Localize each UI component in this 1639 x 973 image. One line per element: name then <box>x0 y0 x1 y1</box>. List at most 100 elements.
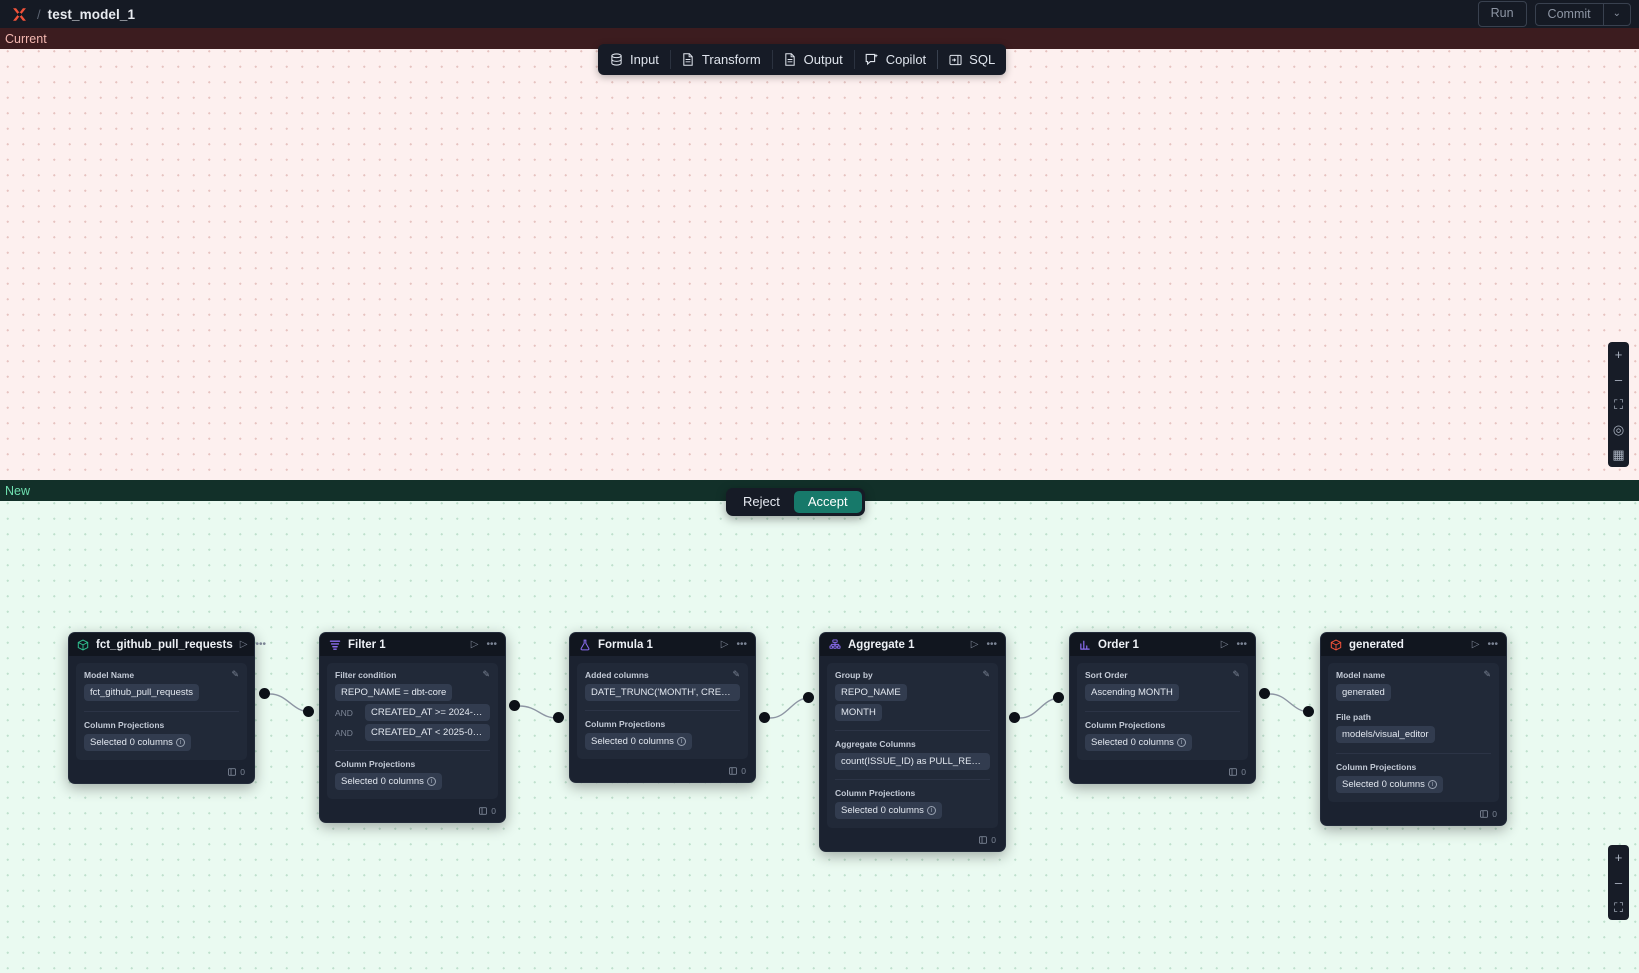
canvas-zoom-controls-current[interactable]: + – ⛶ ◎ ▦ <box>1608 342 1629 467</box>
node-header[interactable]: fct_github_pull_requests ▷ ••• <box>69 633 266 656</box>
node-run-icon[interactable]: ▷ <box>720 638 729 650</box>
condition-value[interactable]: REPO_NAME = dbt-core <box>335 684 453 701</box>
chevron-down-icon[interactable]: ⌄ <box>1602 3 1630 25</box>
zoom-in-icon[interactable]: + <box>1614 850 1623 865</box>
node-title: generated <box>1349 638 1404 651</box>
toolbar-item-copilot[interactable]: Copilot <box>853 44 937 75</box>
info-icon[interactable]: i <box>175 738 185 748</box>
node-port-out[interactable] <box>759 712 770 723</box>
node-body: ✎ Model name generated File path models/… <box>1328 663 1499 802</box>
field-value[interactable]: fct_github_pull_requests <box>84 684 199 702</box>
edit-pencil-icon[interactable]: ✎ <box>482 669 490 679</box>
edit-pencil-icon[interactable]: ✎ <box>1483 669 1491 679</box>
graph-node-source[interactable]: fct_github_pull_requests ▷ ••• ✎ Model N… <box>68 632 266 784</box>
node-body: ✎ Sort Order Ascending MONTH Column Proj… <box>1077 663 1248 760</box>
node-run-icon[interactable]: ▷ <box>470 638 479 650</box>
node-port-in[interactable] <box>1303 706 1314 717</box>
commit-button[interactable]: Commit <box>1547 6 1591 21</box>
node-more-icon[interactable]: ••• <box>736 638 747 650</box>
node-port-out[interactable] <box>1009 712 1020 723</box>
toolbar-label: Copilot <box>885 52 927 67</box>
toolbar-item-transform[interactable]: Transform <box>669 44 772 75</box>
reject-button[interactable]: Reject <box>743 494 780 509</box>
commit-button-group[interactable]: Commit ⌄ <box>1534 2 1631 26</box>
node-header[interactable]: generated ▷ ••• <box>1321 633 1506 656</box>
graph-node-formula[interactable]: Formula 1 ▷ ••• ✎ Added columns DATE_TRU… <box>569 632 756 783</box>
node-more-icon[interactable]: ••• <box>1487 638 1498 650</box>
condition-value[interactable]: CREATED_AT < 2025-03-01 <box>365 724 490 741</box>
graph-node-output[interactable]: generated ▷ ••• ✎ Model name generated F… <box>1320 632 1507 826</box>
field-value[interactable]: models/visual_editor <box>1336 726 1435 744</box>
filter-condition-row: AND CREATED_AT < 2025-03-01 <box>335 724 490 741</box>
filter-condition-row: AND CREATED_AT >= 2024-12-01 <box>335 704 490 721</box>
node-title: Order 1 <box>1098 638 1139 651</box>
page-title: test_model_1 <box>47 6 136 22</box>
info-icon[interactable]: i <box>676 737 686 747</box>
node-port-in[interactable] <box>803 692 814 703</box>
graph-node-aggregate[interactable]: Aggregate 1 ▷ ••• ✎ Group by REPO_NAME M… <box>819 632 1006 852</box>
target-icon[interactable]: ◎ <box>1612 421 1625 437</box>
toolbar-item-output[interactable]: Output <box>771 44 854 75</box>
node-header[interactable]: Aggregate 1 ▷ ••• <box>820 633 1005 656</box>
node-port-out[interactable] <box>259 688 270 699</box>
fit-screen-icon[interactable]: ⛶ <box>1613 396 1624 412</box>
fit-screen-icon[interactable]: ⛶ <box>1613 899 1624 915</box>
run-button[interactable]: Run <box>1477 1 1527 27</box>
node-more-icon[interactable]: ••• <box>986 638 997 650</box>
node-run-icon[interactable]: ▷ <box>1220 638 1229 650</box>
node-header[interactable]: Order 1 ▷ ••• <box>1070 633 1255 656</box>
field-value[interactable]: Ascending MONTH <box>1085 684 1179 702</box>
info-icon[interactable]: i <box>1176 738 1186 748</box>
node-more-icon[interactable]: ••• <box>486 638 497 650</box>
node-more-icon[interactable]: ••• <box>255 638 266 650</box>
info-icon[interactable]: i <box>926 806 936 816</box>
zoom-in-icon[interactable]: + <box>1614 347 1623 362</box>
info-icon[interactable]: i <box>426 777 436 787</box>
row-count: 0 <box>1241 767 1246 777</box>
node-run-icon[interactable]: ▷ <box>239 638 248 650</box>
field-value[interactable]: generated <box>1336 684 1391 702</box>
field-label: Column Projections <box>835 788 916 798</box>
toolbar-item-sql[interactable]: SQL <box>937 44 1006 75</box>
zoom-out-icon[interactable]: – <box>1614 372 1623 387</box>
row-count: 0 <box>1492 809 1497 819</box>
node-more-icon[interactable]: ••• <box>1236 638 1247 650</box>
condition-value[interactable]: CREATED_AT >= 2024-12-01 <box>365 704 490 721</box>
grid-icon[interactable]: ▦ <box>1612 446 1625 462</box>
node-run-icon[interactable]: ▷ <box>970 638 979 650</box>
edit-pencil-icon[interactable]: ✎ <box>231 669 239 679</box>
node-header[interactable]: Filter 1 ▷ ••• <box>320 633 505 656</box>
node-body: ✎ Model Name fct_github_pull_requests Co… <box>76 663 247 760</box>
rows-icon <box>979 836 988 844</box>
edit-pencil-icon[interactable]: ✎ <box>1232 669 1240 679</box>
app-logo-icon[interactable] <box>8 3 30 25</box>
node-header[interactable]: Formula 1 ▷ ••• <box>570 633 755 656</box>
graph-node-filter[interactable]: Filter 1 ▷ ••• ✎ Filter condition REPO_N… <box>319 632 506 823</box>
accept-button[interactable]: Accept <box>793 491 862 513</box>
field-value[interactable]: count(ISSUE_ID) as PULL_REQUEST_… <box>835 753 990 770</box>
node-run-icon[interactable]: ▷ <box>1471 638 1480 650</box>
edit-pencil-icon[interactable]: ✎ <box>982 669 990 679</box>
canvas-zoom-controls-new[interactable]: + – ⛶ <box>1608 845 1629 920</box>
node-port-in[interactable] <box>553 712 564 723</box>
edit-pencil-icon[interactable]: ✎ <box>732 669 740 679</box>
graph-node-order[interactable]: Order 1 ▷ ••• ✎ Sort Order Ascending MON… <box>1069 632 1256 784</box>
node-port-out[interactable] <box>1259 688 1270 699</box>
group-by-value[interactable]: REPO_NAME <box>835 684 907 701</box>
node-port-in[interactable] <box>303 706 314 717</box>
node-port-out[interactable] <box>509 700 520 711</box>
info-icon[interactable]: i <box>1427 780 1437 790</box>
field-value[interactable]: DATE_TRUNC('MONTH', CREATED_AT… <box>585 684 740 701</box>
zoom-out-icon[interactable]: – <box>1614 875 1623 890</box>
toolbar-item-input[interactable]: Input <box>598 44 670 75</box>
editor-toolbar[interactable]: Input Transform Output Copilot SQL <box>598 44 1007 75</box>
group-by-value[interactable]: MONTH <box>835 704 882 721</box>
current-version-pane[interactable]: Current <box>0 28 1639 480</box>
node-port-in[interactable] <box>1053 692 1064 703</box>
